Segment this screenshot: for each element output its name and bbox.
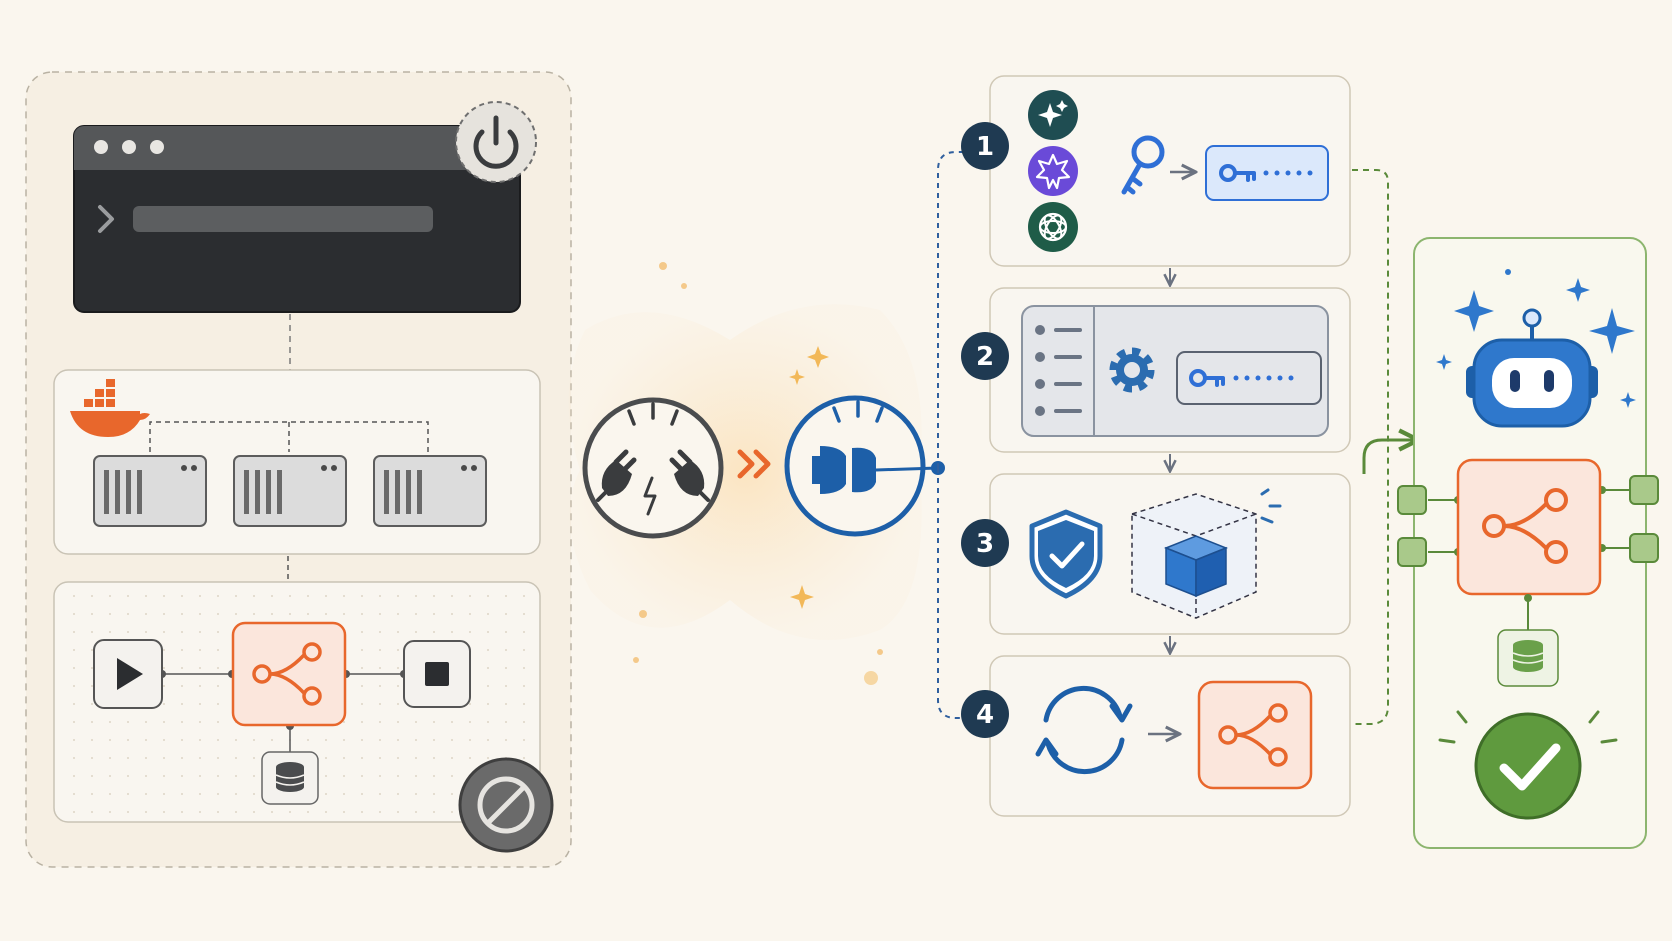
workflow-canvas-panel (53, 581, 541, 823)
setup-steps: 1 2 3 4 (937, 75, 1351, 817)
sparkle-dot (681, 283, 687, 289)
broken-plug-icon (582, 397, 724, 539)
no-entry-icon (458, 757, 554, 853)
self-hosted-stack-panel (25, 71, 572, 868)
prompt-chevron-icon (98, 205, 114, 233)
step-4-card (989, 655, 1351, 817)
whale-icon (70, 379, 150, 437)
workflow-branch-icon (1456, 458, 1602, 596)
sparkle-icon (1566, 278, 1590, 302)
sparkle-dot (633, 657, 639, 663)
sparkle-dot (659, 262, 667, 270)
robot-icon (1466, 308, 1598, 428)
arrow-right-icon (1362, 440, 1416, 474)
database-icon (1497, 629, 1559, 687)
double-chevron-icon (737, 449, 771, 479)
sparkle-icon (1620, 392, 1636, 408)
step-number: 1 (976, 132, 994, 162)
step-badge: 1 (961, 122, 1009, 170)
sidebar-list (1035, 325, 1082, 416)
openai-knot-icon (1028, 202, 1078, 252)
workflow-branch-icon (1197, 680, 1313, 790)
server-icon (373, 455, 487, 527)
power-icon (455, 101, 537, 183)
window-dot (122, 140, 136, 154)
star-badge-icon (1028, 146, 1078, 196)
sparkle-icon (807, 346, 829, 368)
connection-transition (568, 262, 945, 685)
port-node (1397, 485, 1427, 515)
sparkle-dot (1505, 269, 1511, 275)
sparkle-dot (877, 649, 883, 655)
checkmark-icon (1438, 710, 1618, 820)
result-connector (1352, 169, 1389, 725)
step-3-card (989, 473, 1351, 635)
sparkle-icon (1028, 90, 1078, 140)
port-node (1629, 533, 1659, 563)
sparkle-icon (1454, 290, 1494, 332)
command-input-bar (133, 206, 433, 232)
credential-field (1176, 351, 1322, 405)
sparkle-icon (789, 369, 805, 385)
sparkle-icon (1589, 308, 1635, 354)
key-icon (1121, 135, 1165, 195)
port-node (1629, 475, 1659, 505)
step-number: 2 (976, 342, 994, 372)
terminal-window (73, 125, 521, 313)
step-2-card (989, 287, 1351, 453)
step-1-card (989, 75, 1351, 267)
server-icon (233, 455, 347, 527)
sparkle-icon (790, 585, 814, 609)
ai-agent-result-panel (1397, 237, 1659, 849)
port-node (1397, 537, 1427, 567)
play-icon (93, 639, 163, 709)
cube-icon (1131, 488, 1282, 619)
container-host-panel (53, 369, 541, 555)
step-badge: 3 (961, 519, 1009, 567)
shield-check-icon (1029, 509, 1103, 599)
sparkle-dot (639, 610, 647, 618)
step-badge: 4 (961, 690, 1009, 738)
server-icon (93, 455, 207, 527)
step-badge: 2 (961, 332, 1009, 380)
connected-plug-icon (784, 395, 945, 537)
stop-icon (403, 640, 471, 708)
refresh-icon (1035, 685, 1133, 775)
step-number: 3 (976, 529, 994, 559)
sparkle-icon (1436, 354, 1452, 370)
window-dot (150, 140, 164, 154)
workflow-branch-icon (231, 621, 347, 727)
gear-icon (1109, 347, 1155, 393)
api-key-field (1205, 145, 1329, 201)
sparkle-dot (864, 671, 878, 685)
database-icon (261, 751, 319, 805)
step-number: 4 (976, 700, 994, 730)
window-dot (94, 140, 108, 154)
